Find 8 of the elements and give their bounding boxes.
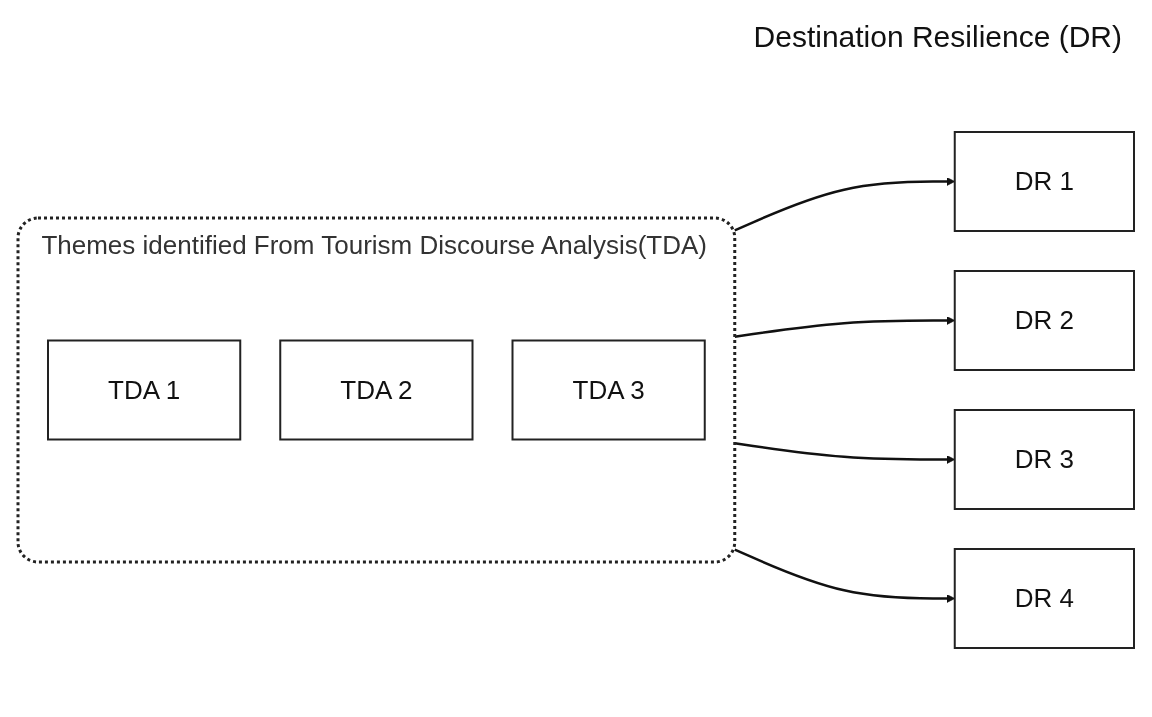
column-heading: Destination Resilience (DR) <box>753 20 1122 54</box>
node-box: TDA 2 <box>279 339 474 441</box>
node-box: TDA 1 <box>47 339 242 441</box>
node-box: DR 4 <box>953 548 1135 649</box>
node-box: DR 1 <box>953 131 1135 232</box>
node-box: DR 3 <box>953 409 1135 510</box>
node-box: DR 2 <box>953 270 1135 371</box>
node-box: TDA 3 <box>511 339 706 441</box>
